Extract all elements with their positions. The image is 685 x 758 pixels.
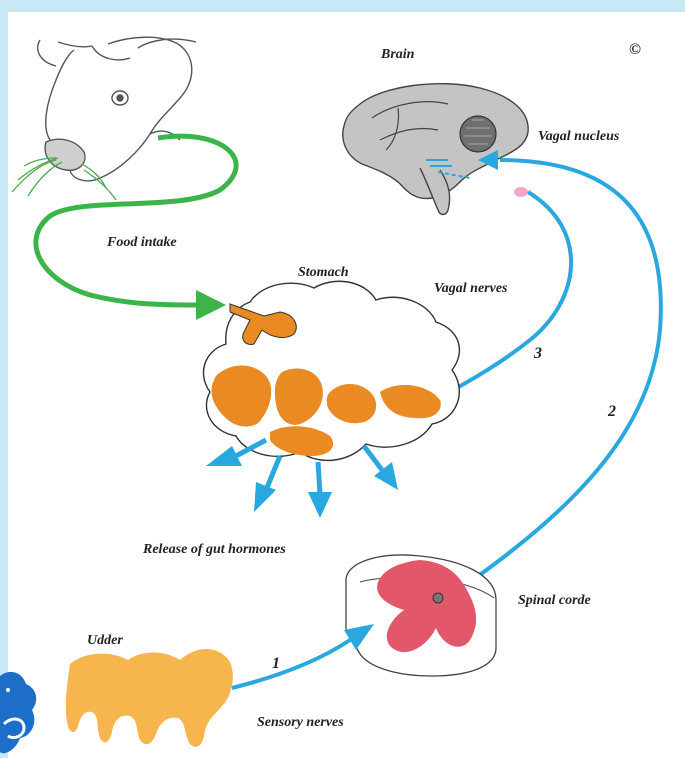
hormone-arrow-4	[364, 446, 398, 490]
food-intake-label: Food intake	[106, 235, 177, 250]
nerve-path-1	[232, 624, 374, 688]
logo-blob-icon	[0, 672, 36, 753]
spinal-cord-icon	[346, 555, 496, 676]
release-label: Release of gut hormones	[142, 542, 286, 557]
step-3-label: 3	[533, 345, 542, 362]
udder-icon	[66, 649, 233, 747]
sensory-label: Sensory nerves	[257, 715, 344, 730]
hormone-arrow-3	[308, 462, 332, 518]
vagal-nerves-label: Vagal nerves	[434, 281, 508, 296]
spinal-label: Spinal corde	[518, 593, 591, 608]
stomach-icon	[203, 281, 459, 460]
vagal-nucleus-label: Vagal nucleus	[538, 129, 620, 144]
brain-label: Brain	[380, 47, 415, 62]
step-2-label: 2	[607, 403, 616, 420]
vagal-nucleus-dot	[514, 187, 528, 197]
brain-icon	[343, 84, 528, 215]
udder-label: Udder	[87, 633, 123, 648]
copyright-mark: ©	[629, 41, 641, 58]
step-1-label: 1	[272, 655, 280, 672]
cow-head-icon	[38, 37, 196, 181]
hormone-arrow-2	[254, 456, 280, 512]
stomach-label: Stomach	[298, 265, 349, 280]
